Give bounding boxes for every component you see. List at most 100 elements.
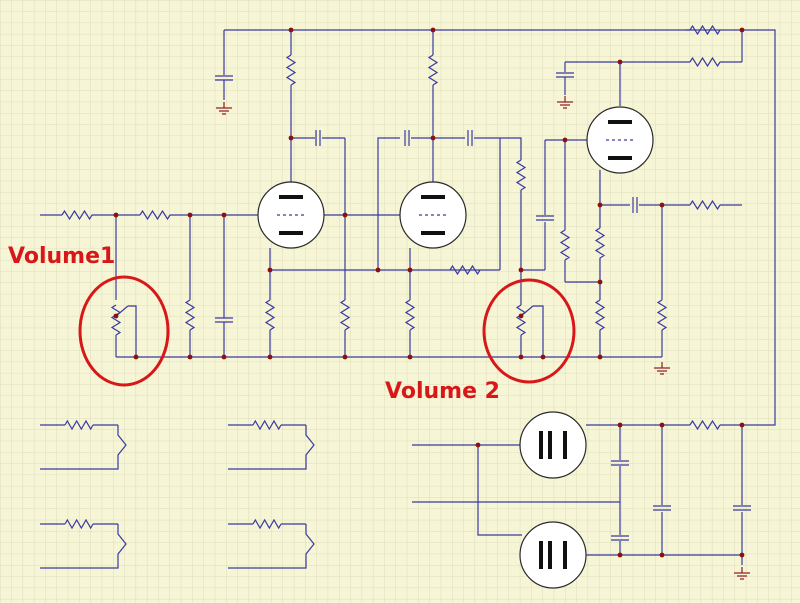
vacuum-tube-icon xyxy=(519,521,587,589)
ground-icon xyxy=(216,102,232,115)
junction-dot-icon xyxy=(597,354,603,360)
junction-dot-icon xyxy=(221,212,227,218)
junction-dot-icon xyxy=(375,267,381,273)
junction-dot-icon xyxy=(518,313,524,319)
junction-dot-icon xyxy=(430,27,436,33)
junction-dot-icon xyxy=(562,137,568,143)
volume2-label: Volume 2 xyxy=(385,379,500,404)
resistor-icon xyxy=(689,24,721,36)
junction-dot-icon xyxy=(518,354,524,360)
wire xyxy=(228,425,315,470)
capacitor-icon xyxy=(632,197,638,213)
resistor-icon xyxy=(61,209,93,221)
resistor-icon xyxy=(689,56,721,68)
capacitor-icon xyxy=(215,75,233,81)
junction-dot-icon xyxy=(617,59,623,65)
resistor-icon xyxy=(689,419,721,431)
resistor-icon xyxy=(427,54,439,86)
wire xyxy=(224,29,776,426)
resistor-icon xyxy=(285,54,297,86)
wires xyxy=(40,29,776,569)
junction-dot-icon xyxy=(342,354,348,360)
junction-dot-icon xyxy=(407,267,413,273)
junction-dot-icon xyxy=(407,354,413,360)
resistor-icon xyxy=(515,159,527,191)
junction-dot-icon xyxy=(540,354,546,360)
resistor-icon xyxy=(594,299,606,331)
volume1-label: Volume1 xyxy=(8,244,115,269)
vacuum-tube-icon xyxy=(257,181,325,249)
capacitor-icon xyxy=(315,130,321,146)
junction-dot-icon xyxy=(430,135,436,141)
capacitor-icon xyxy=(215,317,233,323)
resistor-icon xyxy=(64,419,94,431)
wire xyxy=(500,137,522,150)
capacitor-icon xyxy=(733,505,751,511)
junction-dot-icon xyxy=(342,212,348,218)
junction-dot-icon xyxy=(597,202,603,208)
junction-dot-icon xyxy=(133,354,139,360)
wire xyxy=(228,524,315,569)
junction-dot-icon xyxy=(518,267,524,273)
junction-dot-icon xyxy=(659,552,665,558)
tube-envelope xyxy=(519,521,587,589)
capacitor-icon xyxy=(611,535,629,541)
resistor-icon xyxy=(110,304,122,336)
junction-dot-icon xyxy=(288,135,294,141)
junction-dot-icon xyxy=(597,279,603,285)
capacitor-icon xyxy=(611,460,629,466)
capacitor-icon xyxy=(536,215,554,221)
resistor-icon xyxy=(559,229,571,261)
tube-envelope xyxy=(519,411,587,479)
junction-dot-icon xyxy=(221,354,227,360)
resistor-icon xyxy=(656,299,668,331)
wire xyxy=(477,445,522,536)
vacuum-tube-icon xyxy=(519,411,587,479)
resistor-icon xyxy=(64,518,94,530)
resistor-icon xyxy=(139,209,171,221)
wire xyxy=(377,137,400,270)
resistor-icon xyxy=(264,299,276,331)
junction-dot-icon xyxy=(187,354,193,360)
resistor-icon xyxy=(449,264,481,276)
capacitor-icon xyxy=(404,130,410,146)
junction-dot-icon xyxy=(617,422,623,428)
capacitor-icon xyxy=(467,130,473,146)
components xyxy=(61,24,751,589)
junction-dot-icon xyxy=(113,212,119,218)
resistor-icon xyxy=(515,304,527,336)
vacuum-tube-icon xyxy=(586,106,654,174)
junction-dot-icon xyxy=(113,313,119,319)
junction-dot-icon xyxy=(187,212,193,218)
junction-dot-icon xyxy=(267,267,273,273)
junction-dot-icon xyxy=(267,354,273,360)
wire xyxy=(40,524,127,569)
junction-dot-icon xyxy=(739,27,745,33)
junction-dot-icon xyxy=(288,27,294,33)
resistor-icon xyxy=(689,199,721,211)
vacuum-tube-icon xyxy=(399,181,467,249)
resistor-icon xyxy=(252,419,282,431)
resistor-icon xyxy=(404,299,416,331)
ground-icon xyxy=(734,567,750,580)
wire xyxy=(40,425,127,470)
junction-dot-icon xyxy=(739,552,745,558)
resistor-icon xyxy=(252,518,282,530)
ground-icon xyxy=(654,362,670,375)
resistor-icon xyxy=(594,227,606,259)
junction-dot-icon xyxy=(475,442,481,448)
wire xyxy=(533,305,544,357)
resistor-icon xyxy=(339,299,351,331)
capacitor-icon xyxy=(556,72,574,78)
ground-icon xyxy=(557,96,573,109)
junction-dot-icon xyxy=(617,552,623,558)
volume2-highlight-circle xyxy=(482,278,576,384)
wire xyxy=(128,305,137,357)
junction-dot-icon xyxy=(659,202,665,208)
resistor-icon xyxy=(184,299,196,331)
capacitor-icon xyxy=(653,505,671,511)
volume1-highlight-circle xyxy=(78,275,170,387)
junction-dot-icon xyxy=(739,422,745,428)
